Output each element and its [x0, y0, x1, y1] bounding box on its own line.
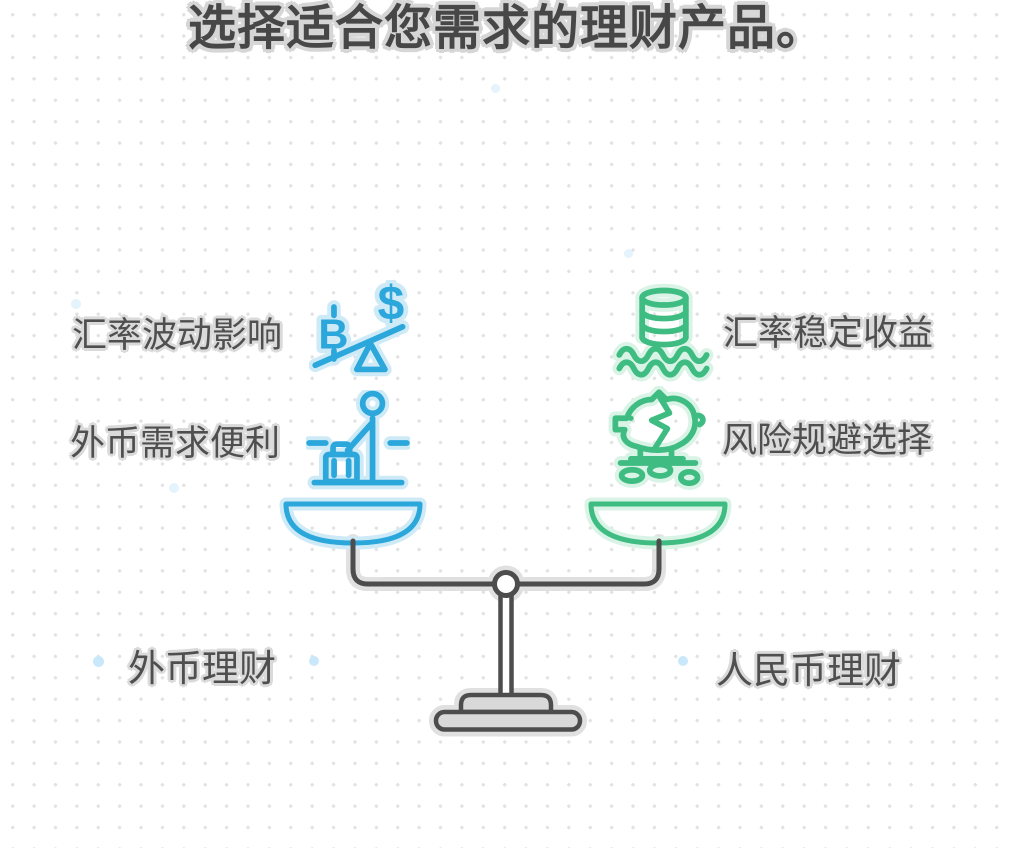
category-label-rmb: 人民币理财 — [716, 650, 901, 691]
decor-dot — [491, 84, 500, 93]
traveler-luggage-icon — [306, 390, 410, 494]
broken-piggy-bank-icon — [606, 386, 710, 490]
category-label-foreign-currency: 外币理财 — [128, 648, 276, 689]
decor-dot — [624, 249, 633, 258]
svg-text:$: $ — [378, 280, 405, 331]
decor-dot — [93, 656, 104, 667]
feature-label-exchange-fluctuation: 汇率波动影响 — [72, 315, 283, 355]
coin-stack-waves-icon — [612, 278, 716, 382]
scale-pan-left — [279, 497, 427, 550]
currency-seesaw-icon: B $ B $ — [309, 280, 413, 384]
scale-stand — [350, 538, 662, 732]
feature-label-risk-avoidance: 风险规避选择 — [722, 420, 933, 460]
feature-label-stable-returns: 汇率稳定收益 — [723, 313, 934, 353]
feature-label-foreign-currency-convenience: 外币需求便利 — [70, 423, 281, 463]
balance-scale — [258, 485, 758, 745]
scale-pan-right — [584, 497, 732, 550]
svg-text:B: B — [318, 311, 348, 358]
decor-dot — [678, 656, 688, 666]
decor-dot — [71, 299, 81, 309]
decor-dot — [309, 656, 319, 666]
page-title: 选择适合您需求的理财产品。 — [187, 2, 825, 55]
decor-dot — [169, 483, 179, 493]
